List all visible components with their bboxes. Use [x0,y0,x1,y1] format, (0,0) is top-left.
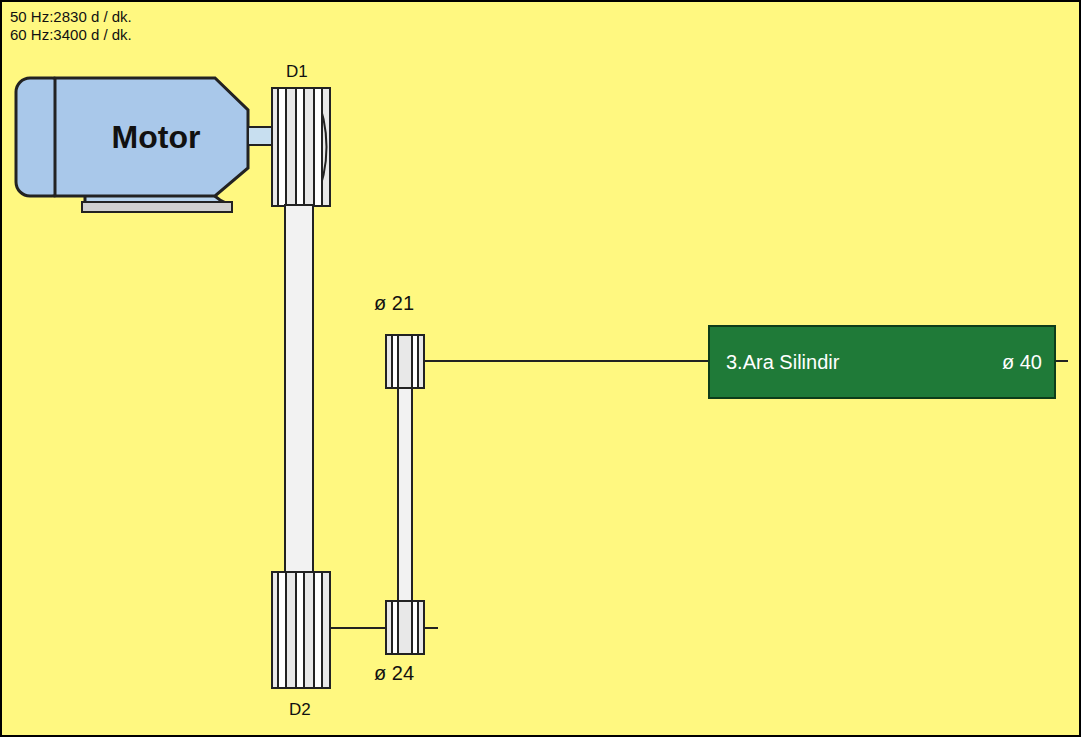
roller-box: 3.Ara Silindir ø 40 [708,325,1056,399]
shaft [1054,360,1068,362]
speed-note: 50 Hz:2830 d / dk. [10,8,132,25]
pulley-d1 [272,88,330,206]
motor-box: Motor [66,80,246,194]
pulley-21 [386,335,424,388]
pulley-d2 [272,572,330,688]
node-text: Motor [112,119,201,156]
diameter-label: ø 24 [374,662,414,685]
pulley-24 [386,601,424,654]
node-text: 3.Ara Silindir [726,351,839,374]
pulley-name: D2 [289,700,311,720]
pulley-name: D1 [286,62,308,82]
speed-note: 60 Hz:3400 d / dk. [10,26,132,43]
node-text: ø 40 [1002,351,1042,374]
belt [398,380,412,605]
shaft [424,360,710,362]
diameter-label: ø 21 [374,292,414,315]
motor-body [55,78,248,196]
belt [285,205,313,573]
